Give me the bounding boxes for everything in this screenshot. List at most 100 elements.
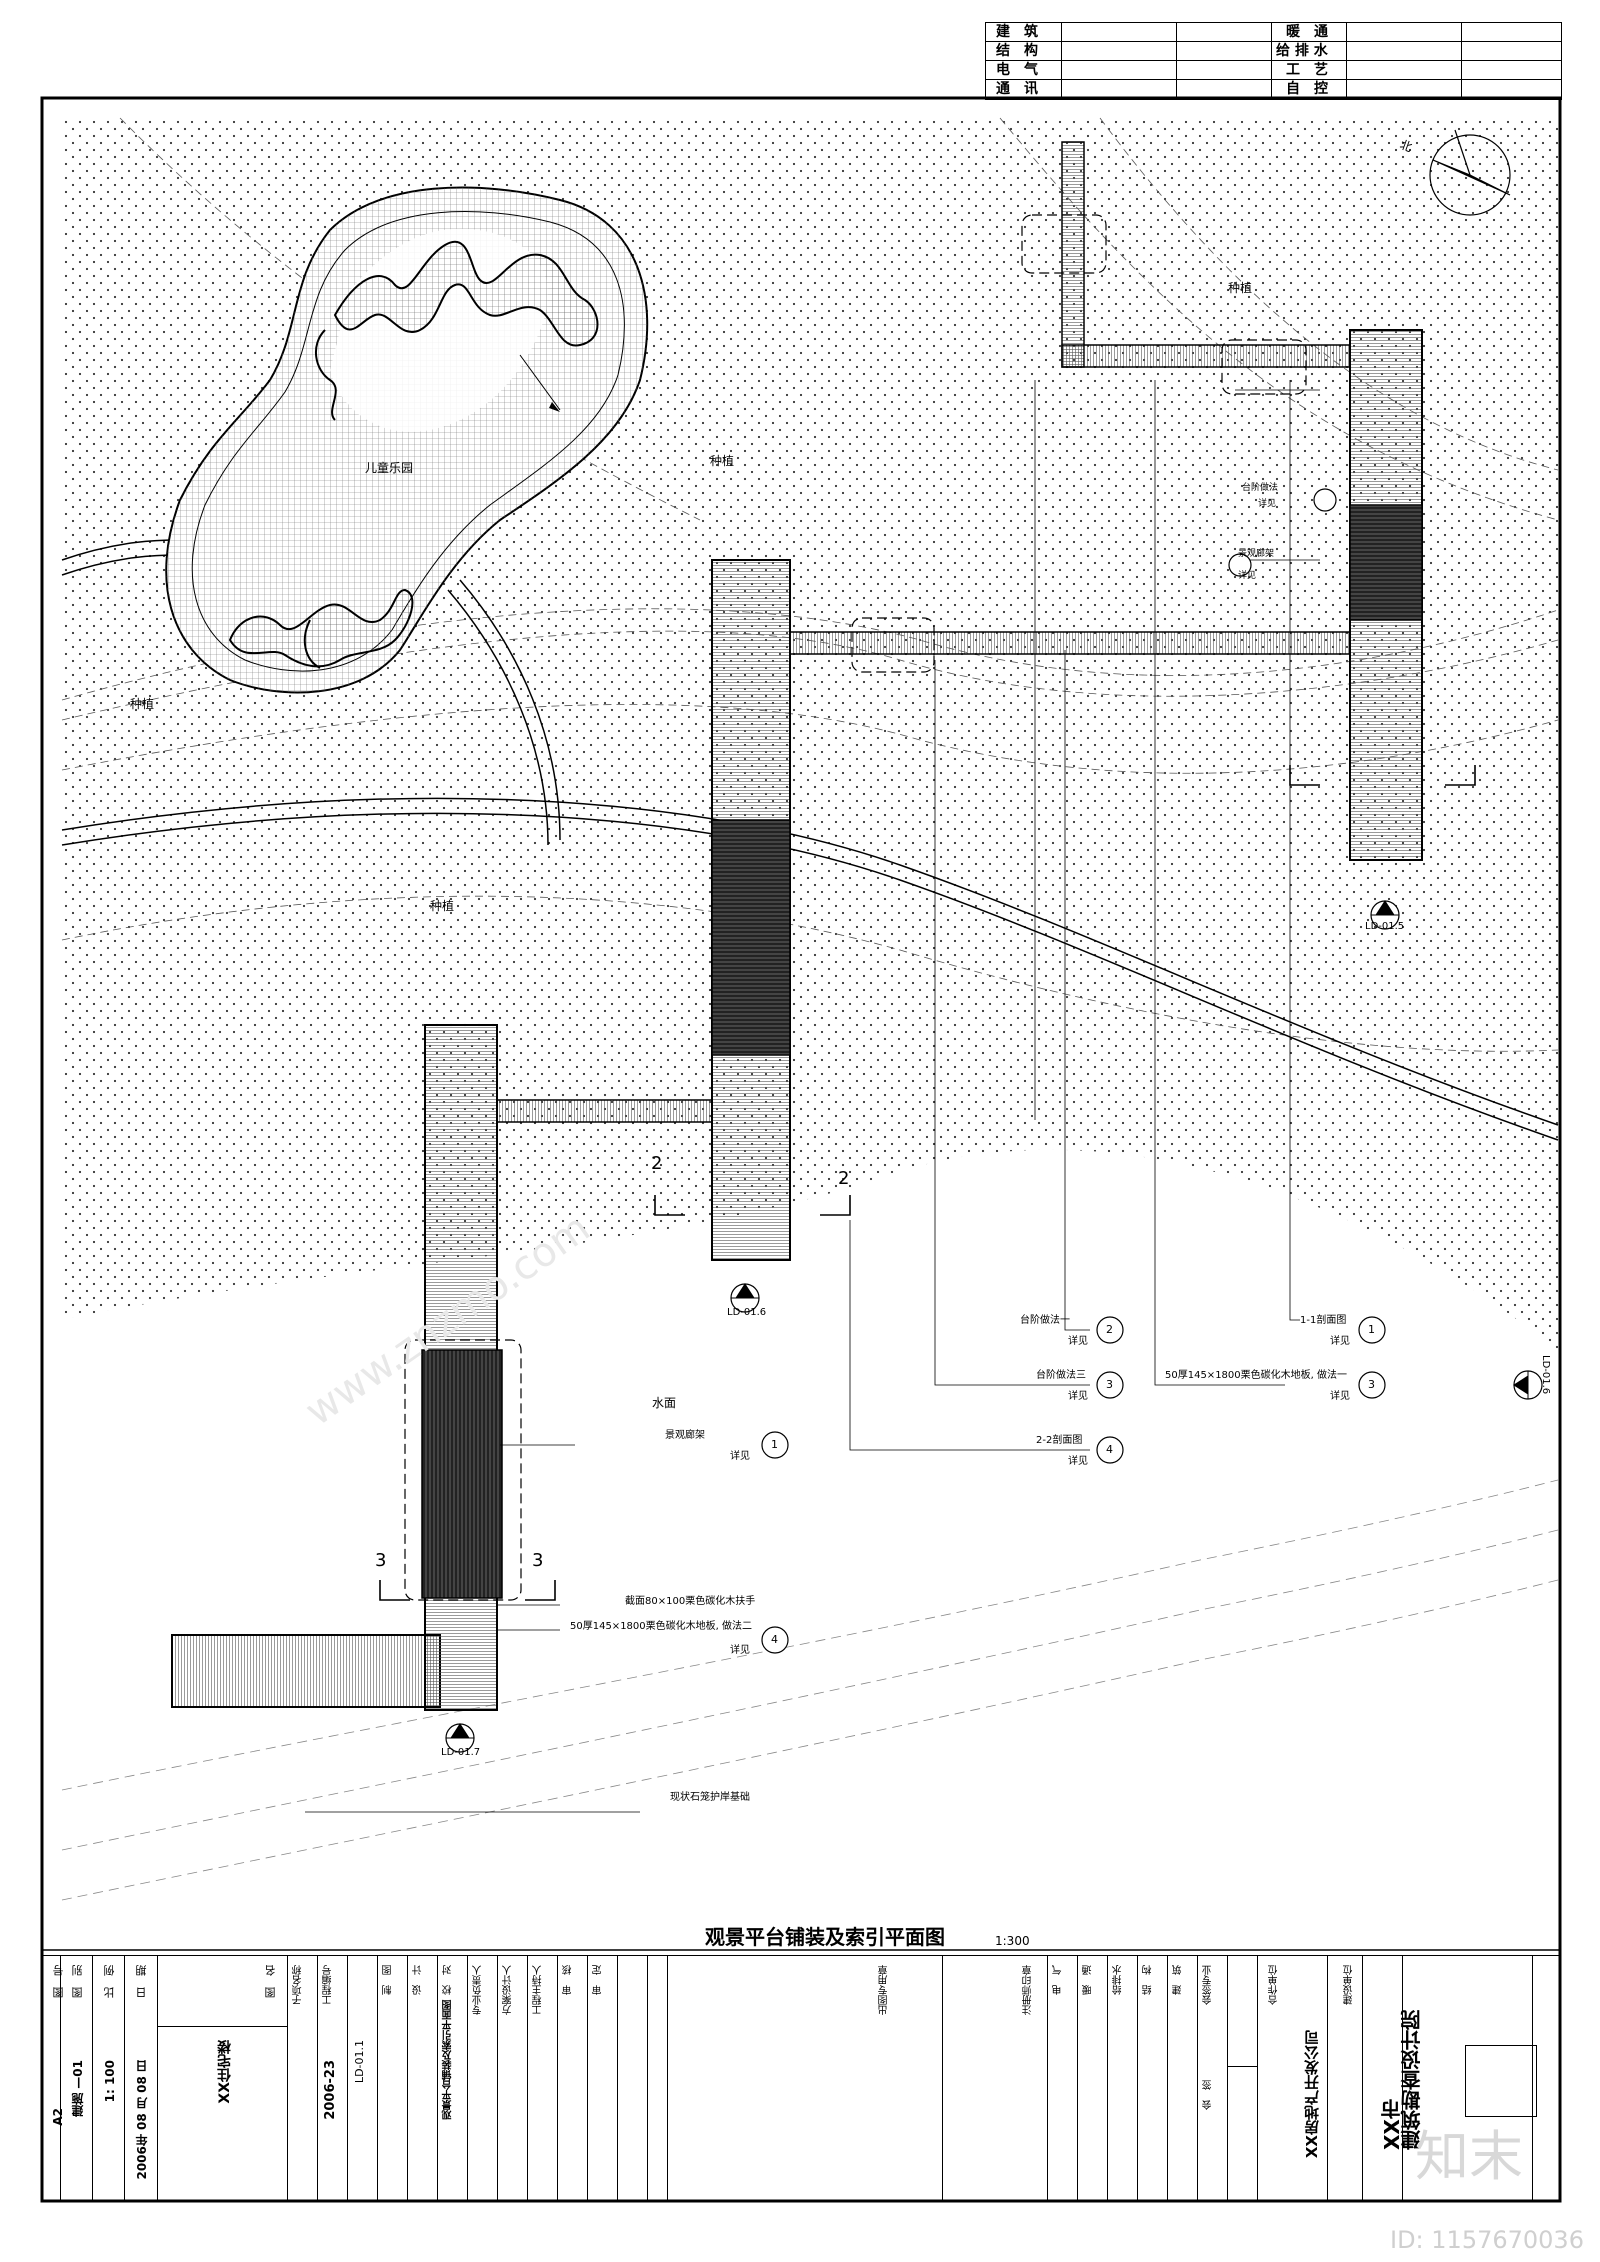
callout-floor-2-num: 4 — [771, 1633, 778, 1646]
index-1-ref: LD-01.5 — [1365, 921, 1405, 932]
tb-scale-label: 比 例 — [103, 1965, 116, 1998]
tb-scale: 1: 100 — [103, 2060, 117, 2103]
section-3-right: 3 — [532, 1550, 544, 1571]
tb-role-3: 专业负责人 — [473, 1965, 484, 2015]
tb-drawing-name: 观景平台铺装及索引平面图 — [443, 2000, 454, 2120]
small-callout-c: 景观廊架 — [1238, 549, 1275, 559]
tb-logo-box — [1465, 2045, 1537, 2117]
tb-sign-col2: 会 签 — [1203, 2080, 1214, 2110]
label-planting-2: 种植 — [130, 697, 155, 711]
small-callout-d: 详见 — [1238, 571, 1257, 581]
callout-floor-1-sub: 详见 — [1330, 1391, 1350, 1402]
callout-section-1-num: 1 — [1368, 1323, 1375, 1336]
tb-sign-4: 暖 通 — [1083, 1965, 1094, 1995]
index-3a-num: 3 — [742, 1286, 749, 1297]
callout-floor-2: 50厚145×1800栗色碳化木地板, 做法二 — [570, 1621, 752, 1632]
callout-floor-1: 50厚145×1800栗色碳化木地板, 做法一 — [1165, 1370, 1347, 1381]
tb-category: 建施 —01 — [71, 2060, 85, 2117]
callout-step-3-num: 3 — [1106, 1378, 1113, 1391]
discipline-comm: 通 讯 — [996, 81, 1038, 97]
index-3b-num: 3 — [457, 1726, 464, 1737]
section-cuts — [379, 765, 1476, 1601]
drawing-title: 观景平台铺装及索引平面图 — [705, 1925, 945, 1949]
callout-pergola-num: 1 — [771, 1438, 778, 1451]
tb-role-7: 审 定 — [593, 1965, 604, 1995]
tb-sign-1: 建 筑 — [1173, 1965, 1184, 1995]
drawing-frame — [40, 96, 1562, 2203]
tb-sign-2: 结 构 — [1143, 1965, 1154, 1995]
discipline-process: 工 艺 — [1286, 62, 1328, 78]
tb-role-5: 工程主持人 — [533, 1965, 544, 2015]
drawing-scale: 1:300 — [995, 1934, 1030, 1948]
tb-date: 2006年 08 月 08 日 — [135, 2060, 149, 2180]
tb-sign-6: 注册师印章 — [1023, 1965, 1034, 2015]
small-callout-a: 台阶做法 — [1242, 483, 1279, 493]
tb-client-label: 建设单位 — [1344, 1965, 1355, 2005]
index-markers — [445, 900, 1543, 1753]
callout-step-3-sub: 详见 — [1068, 1391, 1088, 1402]
tb-role-4: 方案设计人 — [503, 1965, 514, 2015]
callout-pergola-sub: 详见 — [730, 1451, 750, 1462]
tb-sign-3: 给排水 — [1113, 1965, 1124, 1995]
callout-step-1-num: 2 — [1106, 1323, 1113, 1336]
index-3c-ref: LD-01.6 — [1540, 1355, 1551, 1395]
index-3a-ref: LD-01.6 — [727, 1307, 767, 1318]
land-area — [62, 118, 1558, 1350]
tb-client: XX房地产开发公司 — [1303, 2030, 1321, 2159]
tb-date-label: 日 期 — [135, 1965, 148, 1998]
tb-category-label: 图 别 — [71, 1965, 84, 1998]
callout-step-1: 台阶做法一 — [1020, 1315, 1070, 1326]
tb-sub-no: LD-01.1 — [353, 2040, 366, 2084]
tb-role-6: 审 核 — [563, 1965, 574, 1995]
tb-stamp-label: 出图专用章 — [879, 1965, 890, 2015]
playground — [165, 186, 649, 694]
label-planting-3: 种植 — [430, 899, 455, 913]
callout-section-2-sub: 详见 — [1068, 1456, 1088, 1467]
leader-lines — [305, 380, 1320, 1813]
tb-sheet-label: 图 号 — [52, 1965, 65, 1998]
deck-lower — [171, 1024, 713, 1711]
water-lines — [61, 1479, 1559, 1901]
tb-coop-label: 合作单位 — [1269, 1965, 1280, 2005]
tb-project-name: XX住宅楼 — [217, 2040, 233, 2104]
section-2-left: 2 — [651, 1153, 663, 1174]
tb-sub-label: 子项名称 — [293, 1965, 304, 2005]
tb-role-1: 设 计 — [413, 1965, 424, 1995]
discipline-plumb: 给 排 水 — [1276, 43, 1328, 59]
tb-sheet: A2 — [51, 2108, 65, 2126]
callout-pergola: 景观廊架 — [665, 1430, 705, 1441]
walkway-curves — [61, 539, 1559, 1141]
discipline-arch: 建 筑 — [996, 24, 1038, 40]
deck-right — [1021, 141, 1423, 861]
tb-role-0: 制 图 — [383, 1965, 394, 1995]
callout-step-3: 台阶做法三 — [1036, 1370, 1086, 1381]
discipline-hvac: 暖 通 — [1286, 24, 1328, 40]
callout-step-1-sub: 详见 — [1068, 1336, 1088, 1347]
label-playground: 儿童乐园 — [365, 461, 414, 475]
small-callout-b: 详见 — [1258, 499, 1277, 509]
tb-figure-name-label: 图 名 — [264, 1965, 277, 1998]
watermark-id: ID: 1157670036 — [1390, 2226, 1584, 2254]
deck-middle — [711, 559, 1351, 1261]
section-3-left: 3 — [375, 1550, 387, 1571]
callout-section-1-sub: 详见 — [1330, 1336, 1350, 1347]
discipline-control: 自 控 — [1286, 81, 1328, 97]
callout-section-1: 1-1剖面图 — [1300, 1315, 1347, 1326]
tb-project-no: 2006-23 — [323, 2060, 338, 2120]
callout-gabion: 现状石笼护岸基础 — [670, 1792, 750, 1803]
label-planting-4: 种植 — [1228, 281, 1253, 295]
tb-sign-0: 会签专业 — [1203, 1965, 1214, 2005]
label-water: 水面 — [652, 1396, 677, 1410]
tb-project-no-label: 工程编号 — [323, 1965, 334, 2005]
callout-section-2: 2-2剖面图 — [1036, 1435, 1083, 1446]
discipline-table: 建 筑 结 构 电 气 通 讯 暖 通 给 排 水 工 艺 自 控 — [985, 22, 1562, 100]
discipline-elec: 电 气 — [996, 62, 1038, 78]
index-circles — [761, 488, 1386, 1654]
index-3b-ref: LD-01.7 — [441, 1747, 481, 1758]
title-block — [42, 1955, 1560, 2202]
north-arrow-icon — [1429, 129, 1511, 216]
index-1-num: 1 — [1382, 902, 1389, 913]
callout-section-2-num: 4 — [1106, 1443, 1113, 1456]
tb-role-2: 校 对 — [443, 1965, 454, 1995]
